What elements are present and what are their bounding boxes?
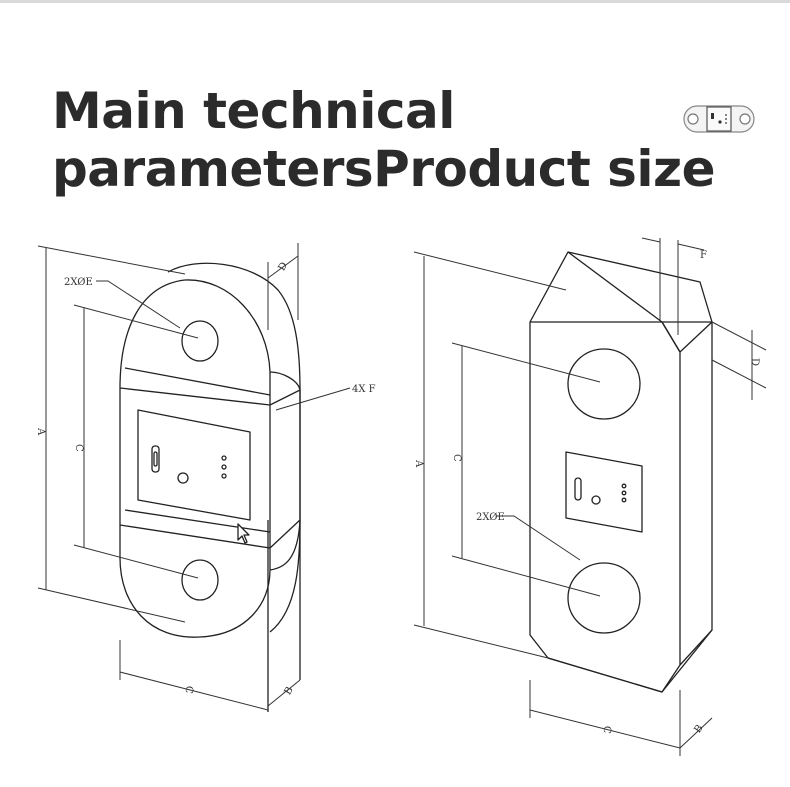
left-top-hole xyxy=(181,320,219,362)
right-top-label: F xyxy=(700,250,707,261)
right-height-label: A xyxy=(413,459,424,468)
right-top-hole xyxy=(567,348,641,420)
left-height-label: A xyxy=(35,427,46,436)
title-line-1: Main technical xyxy=(52,82,455,140)
left-device-outline xyxy=(119,262,301,712)
left-spacing-label: C xyxy=(73,444,84,452)
right-spacing-label: C xyxy=(451,454,462,462)
left-depth-top-label: D xyxy=(277,261,291,273)
left-depth-bottom-label: B xyxy=(283,685,296,697)
right-display-panel xyxy=(565,451,643,533)
right-depth-label: D xyxy=(749,358,760,366)
title-line-2: parametersProduct size xyxy=(52,140,716,198)
left-width-label: C xyxy=(182,685,194,695)
cursor-arrow xyxy=(237,523,250,544)
top-divider xyxy=(0,0,790,3)
left-bottom-hole xyxy=(181,559,219,601)
left-holes-label: 2XØE xyxy=(64,277,93,288)
right-holes-label: 2XØE xyxy=(476,512,505,523)
left-side-label: 4X F xyxy=(352,384,376,395)
left-display-panel xyxy=(137,409,251,521)
right-bottom-hole xyxy=(567,562,641,634)
right-width-label: C xyxy=(600,725,612,735)
right-device-outline xyxy=(529,251,713,693)
device-thumbnail-icon xyxy=(683,105,755,133)
right-depth-bottom-label: B xyxy=(692,723,705,735)
page-title: Main technical parametersProduct size xyxy=(52,82,716,198)
